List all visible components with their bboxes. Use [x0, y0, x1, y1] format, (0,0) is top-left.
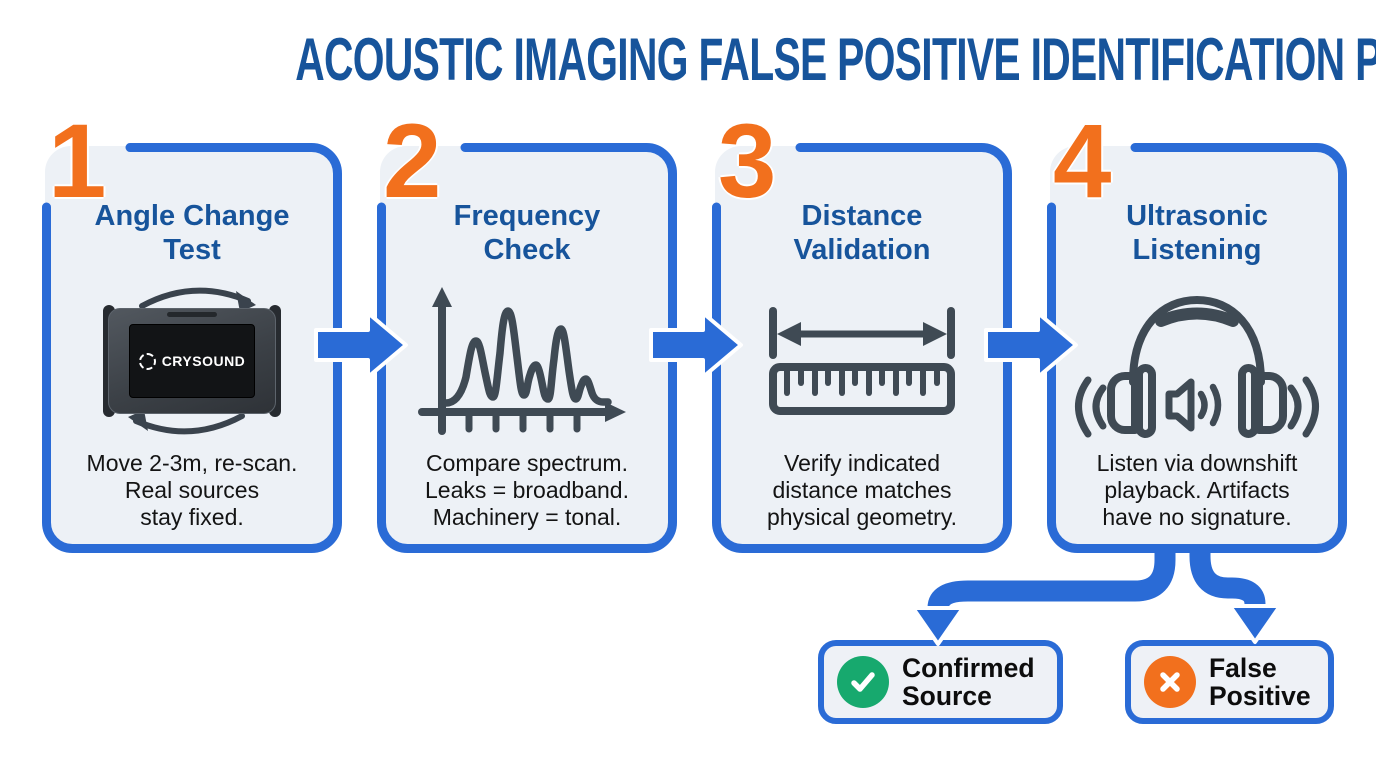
page-title: ACOUSTIC IMAGING FALSE POSITIVE IDENTIFI… [295, 26, 1376, 93]
acoustic-camera-rotation-icon: CRYSOUND [90, 282, 294, 440]
outcome-false-positive: False Positive [1125, 640, 1334, 724]
step-title: Angle Change Test [94, 200, 290, 267]
headphones-ultrasonic-icon [1075, 296, 1319, 438]
title-bar: ACOUSTIC IMAGING FALSE POSITIVE IDENTIFI… [0, 30, 1376, 90]
step-icon-zone [377, 271, 677, 451]
step-description: Listen via downshift playback. Artifacts… [1096, 449, 1298, 530]
step-card-distance-validation: 3 Distance Validation [712, 109, 1012, 553]
device-brand-label: CRYSOUND [161, 353, 246, 369]
device-body: CRYSOUND [108, 308, 276, 414]
step-card-frequency-check: 2 Frequency Check Compare spectrum. Leak… [377, 109, 677, 553]
outcome-label: Confirmed Source [902, 652, 1035, 711]
step-card-ultrasonic-listening: 4 Ultrasonic Listening [1047, 109, 1347, 553]
step-title: Frequency Check [453, 200, 601, 267]
acoustic-camera-device: CRYSOUND [103, 305, 281, 417]
check-circle-icon [837, 656, 889, 708]
branch-connector-arrows [911, 546, 1282, 646]
step-description: Move 2-3m, re-scan. Real sources stay fi… [86, 449, 298, 530]
step-number: 2 [383, 103, 442, 220]
step-description: Verify indicated distance matches physic… [766, 449, 958, 530]
step-description: Compare spectrum. Leaks = broadband. Mac… [425, 449, 629, 530]
ruler-distance-icon [769, 307, 955, 415]
device-top-detail [167, 312, 217, 317]
flow-arrow-step1-step2 [314, 311, 408, 379]
step-title: Distance Validation [793, 200, 931, 267]
crysound-logo-icon [138, 352, 156, 370]
flow-arrow-step2-step3 [649, 311, 743, 379]
step-title: Ultrasonic Listening [1126, 200, 1268, 267]
outcome-confirmed-source: Confirmed Source [818, 640, 1063, 724]
step-icon-zone: CRYSOUND [42, 271, 342, 451]
cross-circle-icon [1144, 656, 1196, 708]
frequency-spectrum-icon [418, 287, 626, 435]
step-card-angle-change-test: 1 Angle Change Test CRYSO [42, 109, 342, 553]
device-screen: CRYSOUND [129, 324, 255, 398]
step-number: 3 [718, 103, 777, 220]
step-number: 4 [1053, 103, 1112, 220]
rotation-arrows-icon [128, 287, 256, 435]
step-icon-zone [1047, 271, 1347, 451]
outcome-label: False Positive [1209, 652, 1311, 711]
step-icon-zone [712, 271, 1012, 451]
step-number: 1 [48, 103, 107, 220]
flow-arrow-step3-step4 [984, 311, 1078, 379]
